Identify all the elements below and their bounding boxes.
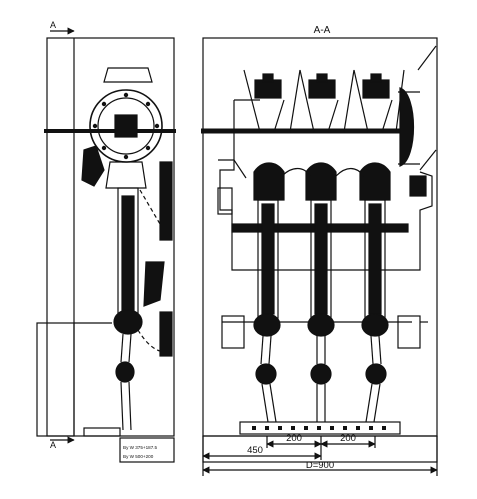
right-side-device: [397, 315, 421, 349]
side-view: [36, 27, 176, 463]
dim-label-offset: 450: [247, 445, 263, 456]
pole-phase-2: [305, 162, 337, 422]
section-mark-top: A: [50, 20, 56, 30]
cable-clamp-rail: [239, 421, 401, 435]
dim-label-right-spacing: 200: [340, 433, 356, 444]
left-side-device: [221, 315, 245, 349]
mechanism-frame: [218, 159, 433, 271]
front-view-base: [202, 435, 438, 463]
upper-insulator-phase-1: [243, 69, 301, 133]
flange-window: [114, 114, 138, 138]
upper-insulator-phase-3: [353, 69, 405, 133]
rail-holes: [252, 426, 386, 430]
side-note-box: [119, 437, 175, 463]
side-view-cabinet-outline: [46, 37, 175, 437]
drive-linkage: [143, 261, 165, 307]
flange-bolts: [92, 92, 160, 160]
dim-label-left-spacing: 200: [286, 433, 302, 444]
section-title: A-A: [314, 25, 331, 36]
side-note-line-2: By W 500+200: [123, 454, 154, 459]
pole-phase-1: [253, 162, 285, 423]
dim-label-total: D=900: [306, 460, 334, 471]
upper-insulator-phase-2: [299, 69, 355, 133]
side-view-base-block: [36, 322, 75, 437]
side-note-line-1: By W 375+187.5: [123, 445, 158, 450]
front-view: [201, 37, 438, 476]
busbar-end-cap: [399, 87, 414, 167]
section-mark-bottom: A: [50, 440, 56, 450]
pole-phase-3: [359, 162, 391, 423]
